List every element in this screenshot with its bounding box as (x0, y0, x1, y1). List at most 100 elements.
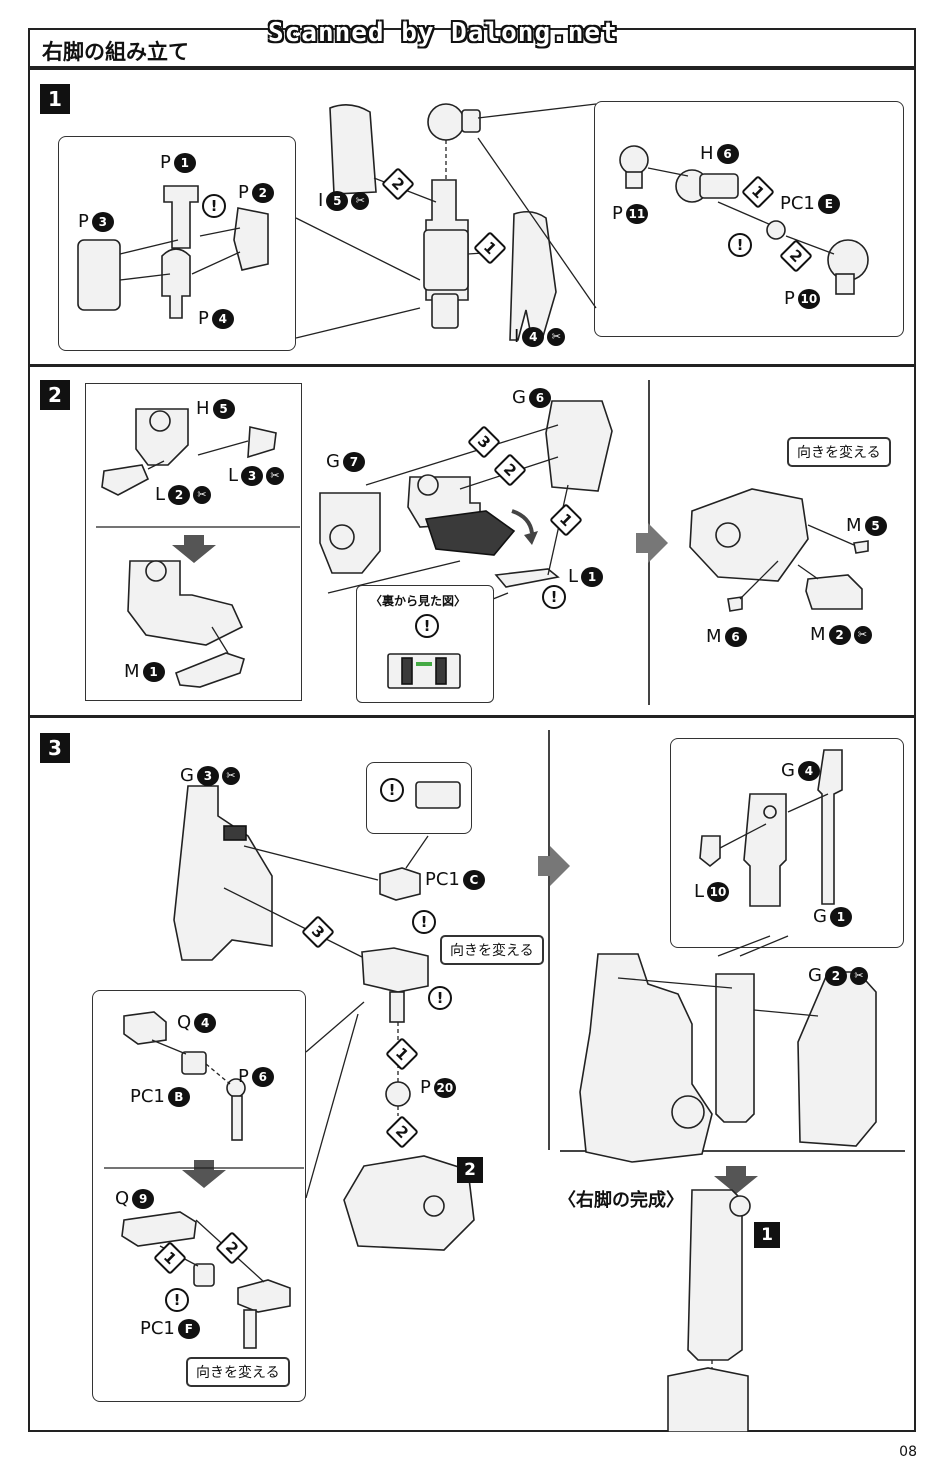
step-3-panel (28, 716, 916, 1432)
label-l3-letter: L (228, 465, 239, 486)
part-h5-assembled (127, 560, 244, 646)
part-p20-ball (385, 1081, 411, 1107)
part-completed-foot (667, 1367, 749, 1432)
label-l1-letter: L (568, 566, 579, 587)
part-q9 (121, 1211, 197, 1247)
part-l3 (247, 426, 277, 459)
label-p1-letter: P (160, 152, 171, 173)
label-q4-letter: Q (177, 1012, 192, 1033)
back-view-caption: 〈裏から見た図〉 (370, 594, 467, 608)
label-p6-number: 6 (251, 1066, 274, 1087)
label-p4-letter: P (198, 308, 209, 329)
step-3-divider (548, 730, 550, 1150)
change-direction-callout: 向きを変える (186, 1357, 290, 1387)
label-pc1e-number: E (817, 193, 840, 214)
label-g6-letter: G (512, 387, 526, 408)
step-2-reference-badge: 2 (457, 1157, 483, 1183)
warning-icon: ! (165, 1288, 189, 1312)
label-p4-number: 4 (211, 308, 234, 329)
label-g7-number: 7 (342, 451, 365, 472)
label-p3-letter: P (78, 211, 89, 232)
part-pc1b (181, 1051, 207, 1075)
label-i4-letter: I (514, 326, 520, 347)
part-p1-joint (163, 185, 199, 249)
part-g6 (545, 400, 613, 492)
label-i4-number: 4 (522, 326, 545, 347)
label-h6-number: 6 (716, 143, 739, 164)
change-direction-callout: 向きを変える (787, 437, 891, 467)
part-g3-frame (173, 785, 273, 961)
warning-icon: ! (542, 585, 566, 609)
label-h5-letter: H (196, 398, 210, 419)
label-l1-number: 1 (581, 566, 604, 587)
warning-icon: ! (412, 910, 436, 934)
part-pc1e-collar (766, 220, 786, 240)
completion-caption: 〈右脚の完成〉 (558, 1190, 684, 1211)
label-pc1e-letter: PC1 (780, 193, 815, 214)
label-m2-number: 2 (828, 624, 851, 645)
label-h6-letter: H (700, 143, 714, 164)
label-g1-letter: G (813, 906, 827, 927)
part-i4-cover (509, 210, 557, 341)
label-p3-number: 3 (91, 211, 114, 232)
step-3-badge: 3 (40, 733, 70, 763)
label-g7-letter: G (326, 451, 340, 472)
label-pc1c-letter: PC1 (425, 869, 460, 890)
part-m2 (805, 574, 863, 610)
part-ball-joint (427, 103, 465, 141)
label-g1-number: 1 (829, 906, 852, 927)
part-g4-armor (715, 973, 755, 1123)
step-1-illustration (77, 103, 869, 341)
label-q4-number: 4 (194, 1012, 217, 1033)
label-m1-number: 1 (142, 661, 165, 682)
label-p10-number: 10 (797, 288, 820, 309)
label-l3-number: 3 (241, 465, 264, 486)
step-2-illustration (96, 400, 869, 688)
part-leg-joint (237, 1279, 291, 1313)
label-m6-letter: M (706, 626, 722, 647)
label-pc1f-letter: PC1 (140, 1318, 175, 1339)
step-3-completion-divider (560, 1150, 905, 1152)
label-p11-letter: P (612, 203, 623, 224)
part-m5 (853, 540, 869, 554)
label-g2-number: 2 (824, 965, 847, 986)
part-g1 (817, 749, 843, 905)
label-p20-letter: P (420, 1077, 431, 1098)
label-g4-number: 4 (797, 760, 820, 781)
nub-trim-icon: ✂ (547, 327, 566, 346)
part-i5-cover (329, 104, 377, 195)
label-q9-number: 9 (132, 1188, 155, 1209)
part-foot-block (343, 1155, 475, 1251)
part-assembled-leg (579, 953, 713, 1163)
label-i5-number: 5 (326, 190, 349, 211)
part-p11-cap (619, 145, 649, 175)
label-pc1f-number: F (177, 1318, 200, 1339)
scan-watermark: Scanned by Dalong.net (268, 18, 618, 48)
part-l10 (699, 835, 721, 868)
part-l2 (101, 464, 150, 496)
nub-trim-icon: ✂ (853, 625, 872, 644)
part-h5-block (135, 408, 189, 466)
warning-icon: ! (202, 194, 226, 218)
section-title: 右脚の組み立て (42, 40, 189, 64)
section-header: 右脚の組み立て (28, 28, 916, 68)
